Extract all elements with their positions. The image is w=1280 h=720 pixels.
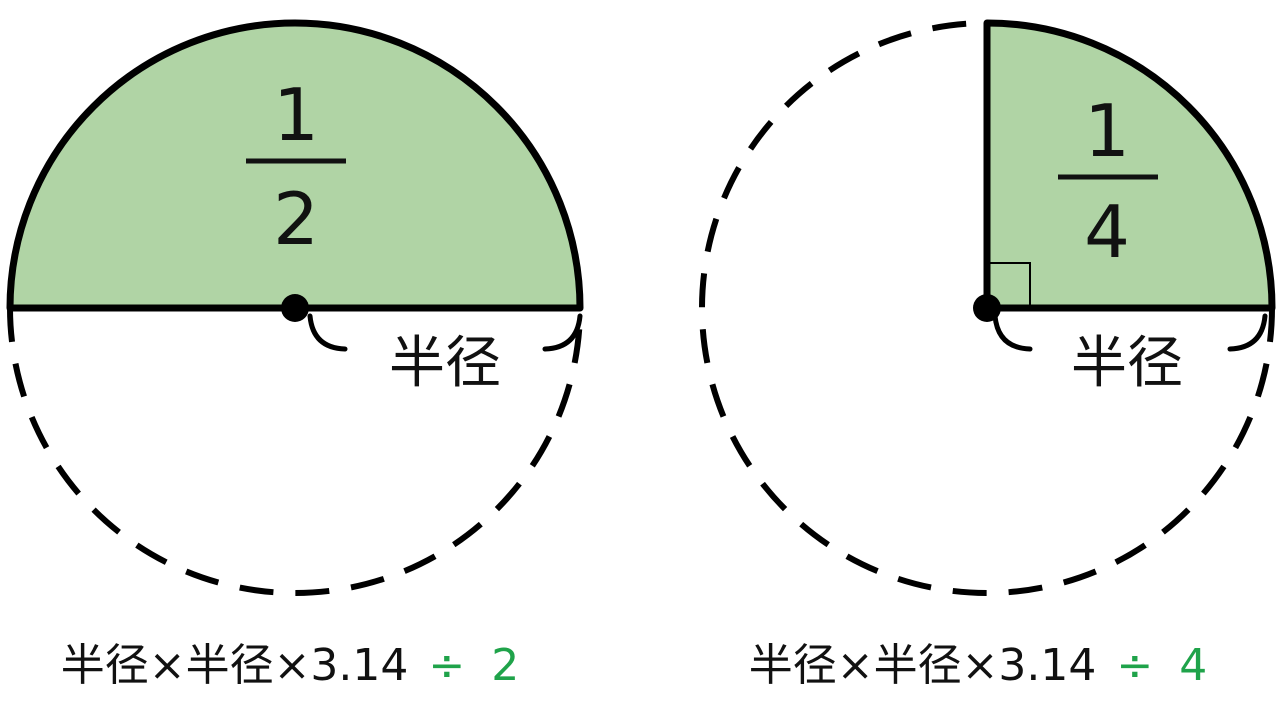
radius-label: 半径 — [1071, 331, 1183, 396]
fraction-denominator: 2 — [273, 177, 319, 261]
radius-brace — [992, 313, 1268, 352]
dashed-lower-half-arc — [7, 307, 583, 596]
quarter-area-formula: 半径×半径×3.14 ÷ 4 — [749, 640, 1208, 691]
quarter-circle-figure: 1 4 半径 — [699, 19, 1276, 596]
fraction-numerator: 1 — [1084, 89, 1130, 173]
half-area-formula: 半径×半径×3.14 ÷ 2 — [61, 640, 520, 691]
fraction-one-quarter: 1 4 — [1058, 89, 1158, 274]
formula-divisor: 2 — [491, 640, 519, 691]
half-circle-sector — [6, 19, 584, 312]
quarter-circle-sector — [983, 19, 1276, 312]
formula-divide-operator: ÷ — [428, 640, 465, 691]
formula-divisor: 4 — [1179, 640, 1207, 691]
fraction-denominator: 4 — [1084, 190, 1130, 274]
formula-main: 半径×半径×3.14 — [61, 640, 409, 691]
half-circle-figure: 1 2 半径 — [6, 19, 584, 596]
center-point — [281, 294, 309, 322]
radius-label: 半径 — [389, 331, 501, 396]
right-angle-marker — [986, 262, 1031, 309]
fraction-numerator: 1 — [273, 73, 319, 157]
fraction-one-half: 1 2 — [246, 73, 346, 261]
radius-brace — [307, 313, 583, 352]
dashed-three-quarter-arc — [699, 20, 1275, 596]
formula-main: 半径×半径×3.14 — [749, 640, 1097, 691]
formula-divide-operator: ÷ — [1116, 640, 1153, 691]
